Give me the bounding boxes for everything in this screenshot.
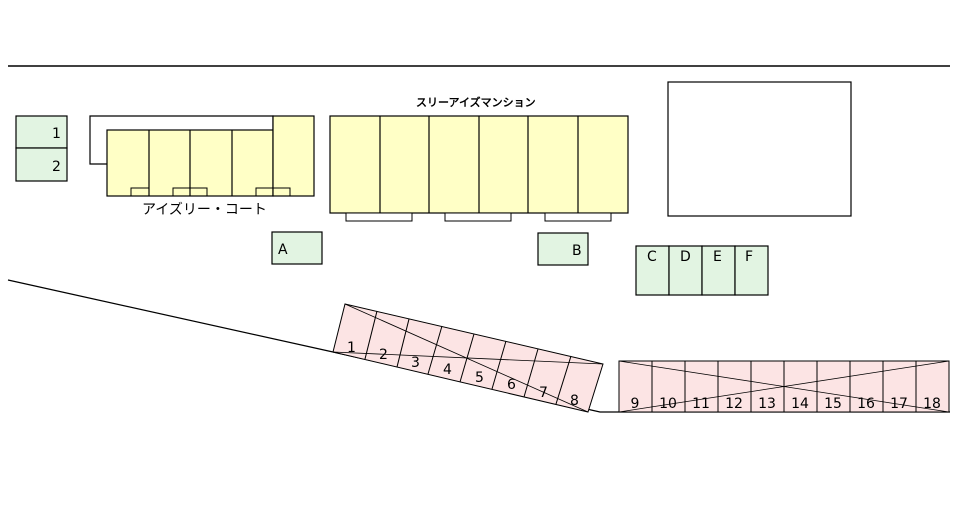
parking-e-label: E <box>713 249 722 265</box>
bottom-space-11-label: 11 <box>692 396 710 412</box>
three-is-mansion-name: スリーアイズマンション <box>416 95 536 109</box>
diagonal-space-4-label: 4 <box>443 362 452 378</box>
parking-space-1 <box>15 115 68 149</box>
parking-left-column: 1 2 <box>15 115 68 182</box>
parking-f-label: F <box>745 249 753 265</box>
parking-b-label: B <box>572 243 582 259</box>
large-building-outline <box>667 81 852 217</box>
diagonal-space-1-label: 1 <box>347 340 356 356</box>
diagonal-space-8-label: 8 <box>570 393 579 409</box>
diagonal-space-7-label: 7 <box>539 385 548 401</box>
parking-space-2-label: 2 <box>52 159 61 175</box>
bottom-space-17-label: 17 <box>890 396 908 412</box>
parking-d-label: D <box>680 249 691 265</box>
parking-space-1-label: 1 <box>52 126 61 142</box>
bottom-parking: 9 10 11 12 13 14 15 16 17 18 <box>618 360 950 413</box>
parking-space-2 <box>15 147 68 182</box>
izuri-court-name: アイズリー・コート <box>142 202 267 218</box>
bottom-space-10-label: 10 <box>659 396 677 412</box>
diagonal-space-2-label: 2 <box>379 347 388 363</box>
diagonal-space-3-label: 3 <box>411 355 420 371</box>
bottom-space-16-label: 16 <box>857 396 875 412</box>
bottom-space-9-label: 9 <box>631 396 640 412</box>
parking-a-label: A <box>278 242 288 258</box>
parking-b: B <box>537 232 589 266</box>
diagonal-parking: 1 2 3 4 5 6 7 8 <box>332 303 604 413</box>
bottom-space-14-label: 14 <box>791 396 809 412</box>
parking-c-label: C <box>647 249 657 265</box>
diagonal-space-6-label: 6 <box>507 377 516 393</box>
bottom-space-12-label: 12 <box>725 396 743 412</box>
izuri-court-building: アイズリー・コート <box>89 115 315 218</box>
bottom-space-13-label: 13 <box>758 396 776 412</box>
diagonal-space-5-label: 5 <box>475 370 484 386</box>
three-is-mansion-building: スリーアイズマンション <box>329 95 629 222</box>
parking-a: A <box>271 231 323 265</box>
bottom-space-18-label: 18 <box>923 396 941 412</box>
bottom-space-15-label: 15 <box>824 396 842 412</box>
parking-cdef: C D E F <box>635 245 769 296</box>
